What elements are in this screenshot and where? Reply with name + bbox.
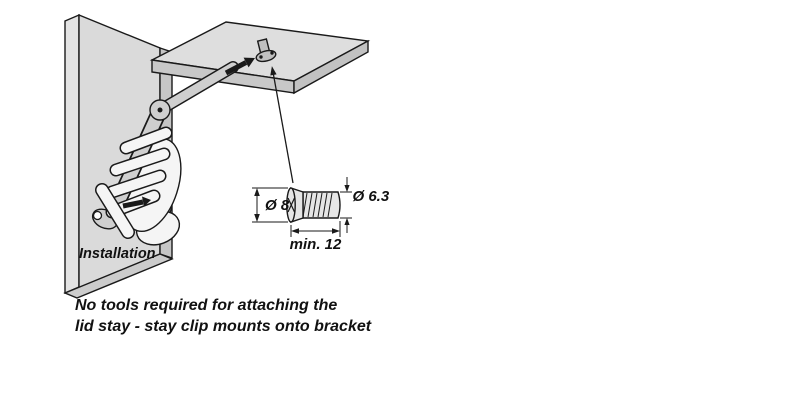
- dim-thread-diameter-label: Ø 6.3: [353, 188, 390, 205]
- dim-head-diameter: Ø 8: [252, 187, 290, 223]
- attach-arrow-top-icon: [224, 57, 255, 76]
- caption-line-1: No tools required for attaching the: [75, 297, 337, 314]
- installation-label: Installation: [79, 246, 156, 262]
- caption-line-2: lid stay - stay clip mounts onto bracket: [75, 318, 372, 335]
- euro-screw-drawing: [286, 187, 341, 223]
- dim-min-depth: min. 12: [290, 221, 342, 253]
- screw-leader-arrow-icon: [270, 66, 294, 184]
- dim-min-depth-label: min. 12: [290, 236, 342, 253]
- attach-arrow-side-icon: [122, 196, 151, 209]
- dim-thread-diameter: Ø 6.3: [340, 177, 390, 233]
- caption: No tools required for attaching the lid …: [75, 297, 372, 335]
- lid-bracket-clip: [255, 38, 277, 63]
- dim-head-diameter-label: Ø 8: [265, 197, 290, 214]
